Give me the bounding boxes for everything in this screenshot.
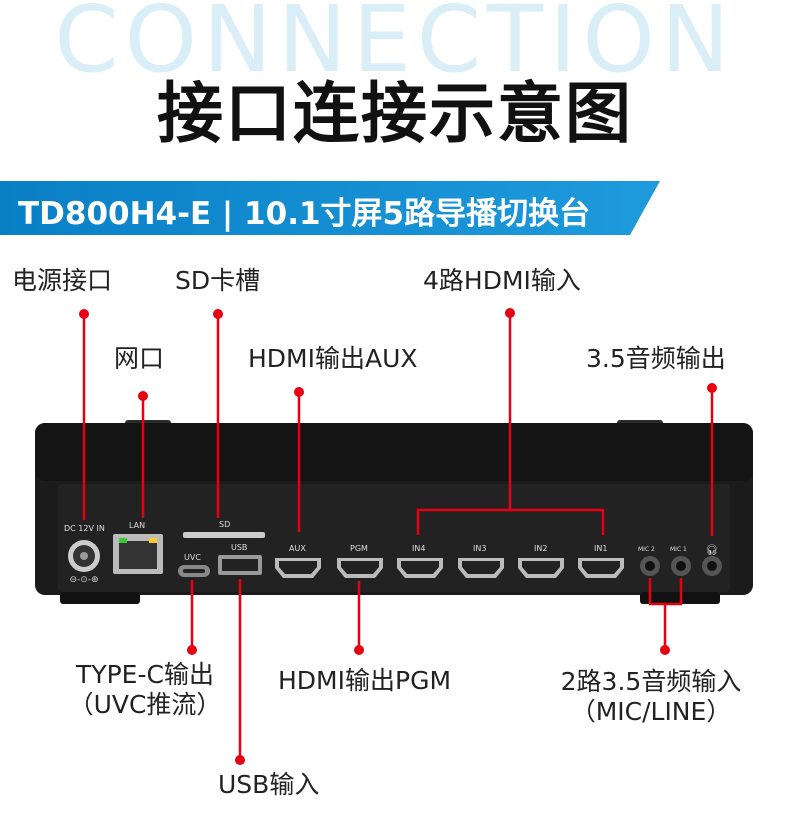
callout-hdmi-in: 4路HDMI输入 [423,266,581,295]
callout-sd-slot: SD卡槽 [175,266,261,295]
usb-label: USB [231,543,248,552]
sd-slot [183,532,265,538]
hdmi-in4-port [397,558,443,578]
in3-label: IN3 [473,544,487,553]
hdmi-pgm-port [337,558,383,578]
callout-lan: 网口 [114,344,165,373]
page-title: 接口连接示意图 [157,75,633,152]
aux-label: AUX [289,544,306,553]
callout-power: 电源接口 [12,266,113,295]
callout-typec-line2: （UVC推流） [68,690,222,719]
sd-label: SD [219,520,231,529]
callout-hdmi-aux: HDMI输出AUX [248,344,418,373]
hdmi-in3-port [458,558,504,578]
hdmi-in1-port [578,558,624,578]
mic2-label: MIC 2 [638,546,655,553]
svg-text:⊖-⊙-⊕: ⊖-⊙-⊕ [69,575,98,585]
callout-hdmi-pgm: HDMI输出PGM [278,666,452,695]
callout-usb-in: USB输入 [218,770,320,799]
connection-bg-title: CONNECTION [54,0,736,93]
mic1-label: MIC 1 [670,546,687,553]
callout-typec-line1: TYPE-C输出 [76,660,214,689]
in1-label: IN1 [594,544,608,553]
dc-label: DC 12V IN [64,524,105,533]
in4-label: IN4 [412,544,426,553]
model-banner-text: TD800H4-E | 10.1寸屏5路导播切换台 [18,196,591,232]
callout-audio-in: 2路3.5音频输入 （MIC/LINE） [536,667,766,727]
callout-typec: TYPE-C输出 （UVC推流） [60,660,230,720]
callout-audio-out: 3.5音频输出 [586,344,726,373]
callout-audio-in-line2: （MIC/LINE） [570,697,732,726]
hdmi-aux-port [275,558,321,578]
pgm-label: PGM [350,544,368,553]
headphone-icon: 🎧︎ [706,544,719,556]
uvc-label: UVC [184,553,201,562]
foot-left [60,592,140,604]
hdmi-in2-port [518,558,564,578]
callout-audio-in-line1: 2路3.5音频输入 [560,667,742,696]
in2-label: IN2 [534,544,548,553]
model-banner [0,181,660,235]
lan-label: LAN [129,521,146,530]
